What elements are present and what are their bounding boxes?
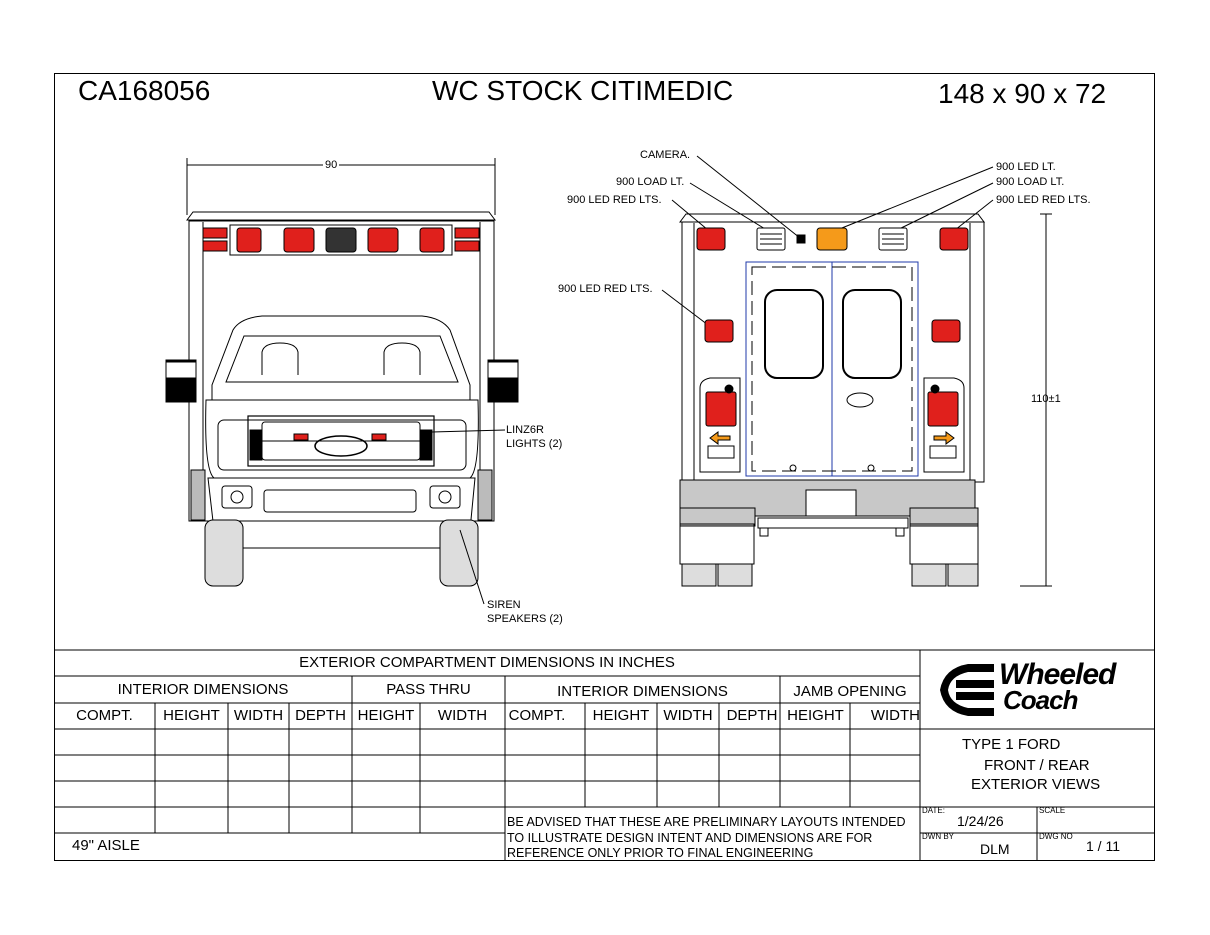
red-lights-left-top-callout: 900 LED RED LTS. bbox=[567, 194, 662, 206]
red-lights-left-mid-callout: 900 LED RED LTS. bbox=[558, 283, 653, 295]
col-depth-right: DEPTH bbox=[726, 707, 778, 724]
col-height-right: HEIGHT bbox=[592, 707, 650, 724]
linz-callout-line2: LIGHTS (2) bbox=[506, 438, 563, 450]
siren-callout-line2: SPEAKERS (2) bbox=[487, 613, 563, 625]
wheeled-coach-logo-mark bbox=[940, 664, 994, 716]
drawn-by-value: DLM bbox=[980, 841, 1010, 857]
drawing-number-value: 1 / 11 bbox=[1086, 838, 1120, 854]
group-interior-dimensions-left: INTERIOR DIMENSIONS bbox=[117, 681, 289, 698]
col-depth-left: DEPTH bbox=[295, 707, 346, 724]
desc-line3: EXTERIOR VIEWS bbox=[971, 776, 1101, 793]
front-light-bar bbox=[202, 227, 480, 441]
notice-line2: TO ILLUSTRATE DESIGN INTENT AND DIMENSIO… bbox=[507, 831, 873, 845]
col-jamb-width: WIDTH bbox=[870, 707, 920, 724]
col-compt-left: COMPT. bbox=[76, 707, 133, 724]
col-height-left: HEIGHT bbox=[163, 707, 220, 724]
rear-lamps bbox=[696, 227, 969, 459]
col-jamb-height: HEIGHT bbox=[787, 707, 844, 724]
date-value: 1/24/26 bbox=[957, 813, 1004, 829]
col-compt-right: COMPT. bbox=[508, 707, 566, 724]
logo-text-wheeled: Wheeled bbox=[999, 658, 1116, 691]
drawing-sheet-border bbox=[54, 73, 1155, 861]
notice-line1: BE ADVISED THAT THESE ARE PRELIMINARY LA… bbox=[507, 815, 906, 829]
col-pass-height: HEIGHT bbox=[357, 707, 415, 724]
front-view-drawing bbox=[165, 158, 519, 605]
col-width-right: WIDTH bbox=[663, 707, 713, 724]
table-title: EXTERIOR COMPARTMENT DIMENSIONS IN INCHE… bbox=[299, 654, 675, 671]
group-pass-thru: PASS THRU bbox=[386, 681, 471, 698]
led-light-right-callout: 900 LED LT. bbox=[996, 161, 1056, 173]
desc-line2: FRONT / REAR bbox=[984, 757, 1090, 774]
date-label: DATE: bbox=[922, 806, 945, 815]
col-pass-width: WIDTH bbox=[437, 707, 488, 724]
drawing-code: CA168056 bbox=[78, 75, 211, 106]
load-light-right-callout: 900 LOAD LT. bbox=[996, 176, 1065, 188]
siren-callout-line1: SIREN bbox=[487, 599, 521, 611]
rear-view-drawing bbox=[661, 155, 1052, 587]
group-interior-dimensions-right: INTERIOR DIMENSIONS bbox=[557, 683, 728, 700]
linz-callout-line1: LINZ6R bbox=[506, 424, 544, 436]
table-grid bbox=[54, 649, 1155, 860]
scale-label: SCALE bbox=[1039, 806, 1066, 815]
aisle-width: 49" AISLE bbox=[72, 837, 140, 854]
rear-height-dimension: 110±1 bbox=[1031, 393, 1061, 405]
notice-line3: REFERENCE ONLY PRIOR TO FINAL ENGINEERIN… bbox=[507, 846, 814, 860]
drawn-by-label: DWN BY bbox=[922, 832, 954, 841]
desc-line1: TYPE 1 FORD bbox=[962, 736, 1061, 753]
unit-size: 148 x 90 x 72 bbox=[938, 78, 1107, 109]
red-lights-right-callout: 900 LED RED LTS. bbox=[996, 194, 1091, 206]
group-jamb-opening: JAMB OPENING bbox=[793, 683, 907, 700]
drawing-title: WC STOCK CITIMEDIC bbox=[432, 75, 734, 106]
logo-text-coach: Coach bbox=[1003, 685, 1078, 715]
col-width-left: WIDTH bbox=[233, 707, 284, 724]
drawing-number-label: DWG NO bbox=[1039, 832, 1073, 841]
front-width-dimension: 90 bbox=[323, 159, 340, 172]
load-light-left-callout: 900 LOAD LT. bbox=[616, 176, 685, 188]
camera-callout: CAMERA. bbox=[640, 149, 691, 161]
